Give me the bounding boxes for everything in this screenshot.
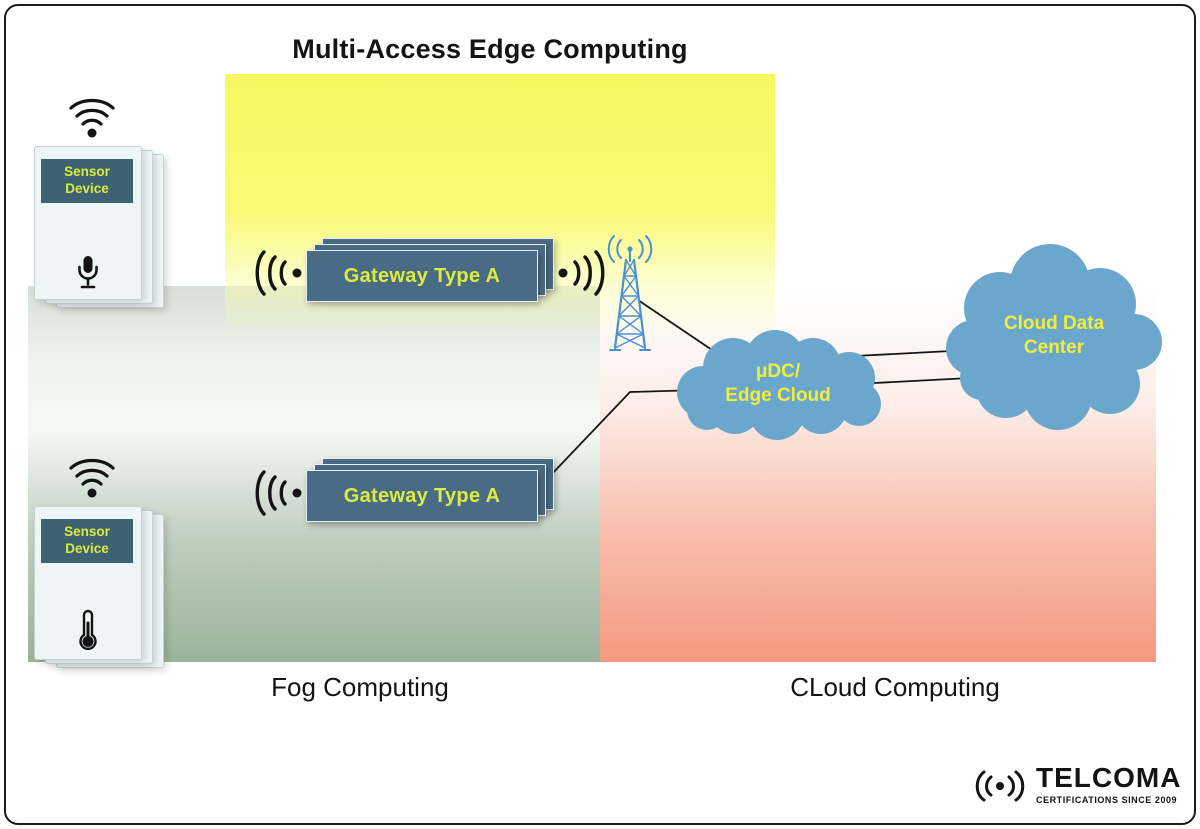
fog-zone-label: Fog Computing [271, 672, 449, 702]
diagram-title: Multi-Access Edge Computing [292, 34, 688, 64]
sensor-group-temperature: Sensor Device [34, 452, 184, 682]
sensor-device-label: Sensor Device [41, 159, 133, 203]
sensor-card-stack: Sensor Device [34, 146, 174, 314]
cloud-shape [946, 244, 1162, 430]
logo-text: TELCOMA CERTIFICATIONS SINCE 2009 [1036, 761, 1182, 805]
microphone-icon [78, 256, 98, 289]
cloud-data-center: Cloud Data Center [936, 236, 1172, 432]
gateway-card-stack: Gateway Type A [306, 238, 554, 302]
sensor-group-audio: Sensor Device [34, 92, 184, 322]
gateway-card: Gateway Type A [306, 250, 538, 302]
radio-waves-left-icon [255, 470, 302, 516]
edge-cloud: μDC/ Edge Cloud [663, 326, 893, 442]
telcoma-logo: TELCOMA CERTIFICATIONS SINCE 2009 [972, 762, 1181, 806]
gateway-card: Gateway Type A [306, 470, 538, 522]
gateway-label: Gateway Type A [343, 484, 501, 507]
signal-icon [975, 770, 1025, 802]
sensor-device-label: Sensor Device [41, 519, 133, 563]
sensor-card: Sensor Device [34, 146, 142, 300]
cloud-shape [677, 330, 881, 440]
gateway-label: Gateway Type A [343, 264, 501, 287]
radio-waves-right-icon [558, 250, 605, 296]
cloud-zone-label: CLoud Computing [790, 672, 1000, 702]
gateway-card-stack: Gateway Type A [306, 458, 554, 522]
logo-tagline: CERTIFICATIONS SINCE 2009 [1036, 794, 1178, 805]
gateway-group-top: Gateway Type A [252, 238, 612, 304]
sensor-card-stack: Sensor Device [34, 506, 174, 674]
sensor-card: Sensor Device [34, 506, 142, 660]
thermometer-icon [79, 609, 97, 650]
wifi-icon [69, 458, 115, 498]
logo-name: TELCOMA [1036, 761, 1182, 793]
radio-waves-left-icon [255, 250, 302, 296]
wifi-icon [69, 98, 115, 138]
gateway-group-bottom: Gateway Type A [252, 458, 612, 524]
